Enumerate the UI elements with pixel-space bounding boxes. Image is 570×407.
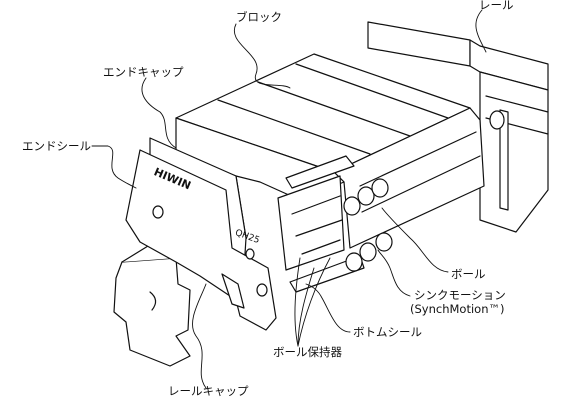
label-block: ブロック — [236, 10, 282, 24]
label-end-cap: エンドキャップ — [103, 65, 184, 79]
balls — [343, 178, 393, 272]
leader-synch — [377, 249, 411, 297]
leader-ball — [381, 207, 449, 273]
leader-bottom-seal — [305, 283, 351, 333]
leader-block — [233, 23, 291, 89]
label-ball: ボール — [451, 267, 486, 281]
leader-end-seal — [91, 145, 137, 189]
cutaway — [277, 155, 365, 293]
leader-lines — [91, 9, 487, 389]
label-ball-retainer: ボール保持器 — [273, 345, 342, 359]
leader-retainer-3 — [297, 257, 331, 347]
label-bottom-seal: ボトムシール — [353, 325, 422, 339]
label-synch-motion-jp: シンクモーション — [414, 288, 506, 302]
leader-end-cap — [141, 77, 177, 149]
label-synch-motion-en: (SynchMotion™) — [410, 302, 505, 316]
label-rail-cap: レールキャップ — [168, 384, 249, 398]
label-rail: レール — [479, 0, 514, 12]
leader-rail — [475, 9, 487, 53]
leader-retainer-1 — [297, 267, 315, 347]
leader-retainer-2 — [294, 257, 301, 347]
label-end-seal: エンドシール — [22, 139, 91, 153]
leader-rail-cap — [192, 283, 207, 389]
